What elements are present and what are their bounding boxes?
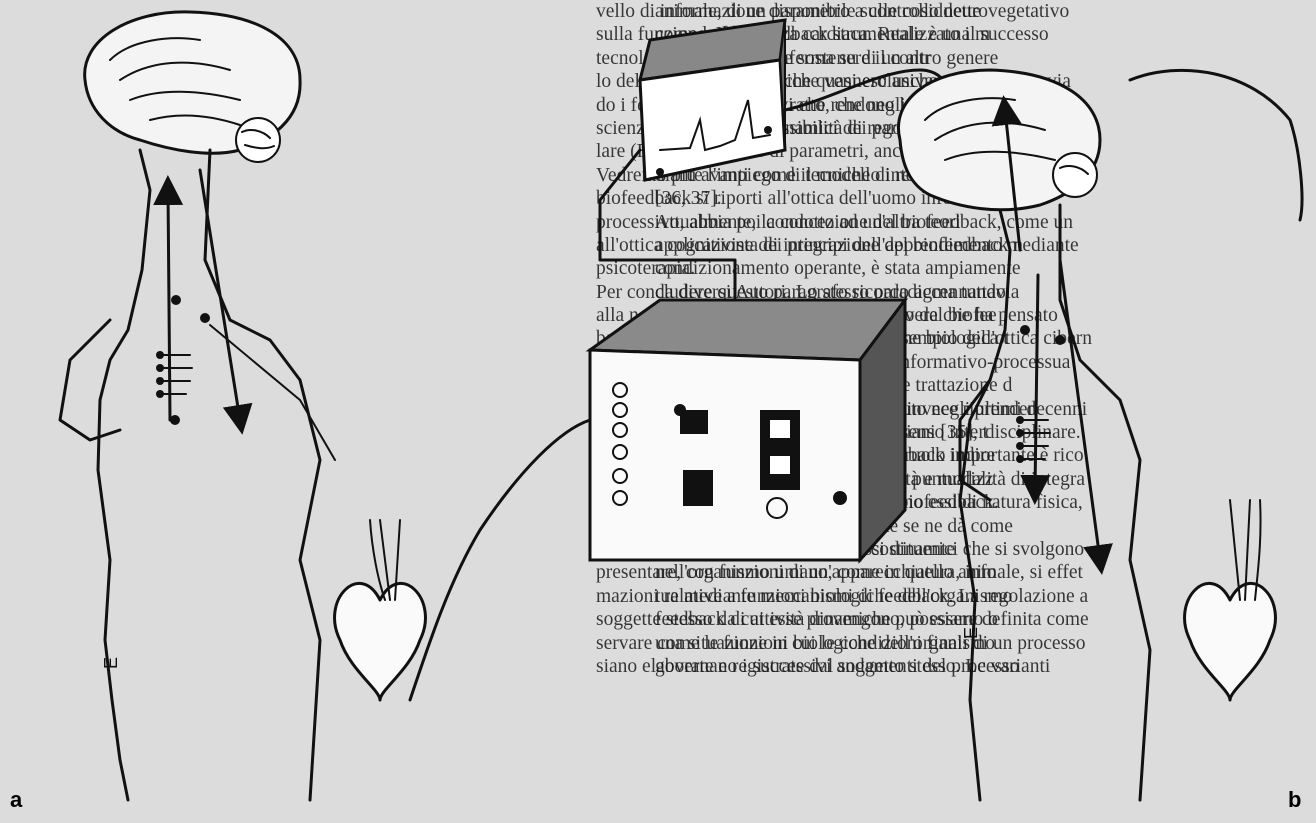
brain-icon-b (898, 70, 1100, 210)
brain-icon-a (85, 12, 300, 162)
figure-b-human: E (898, 70, 1301, 800)
biofeedback-apparatus (590, 300, 905, 560)
figure-a-human: E (60, 12, 425, 800)
svg-text:E: E (961, 627, 981, 639)
panel-label-b: b (1288, 787, 1301, 813)
panel-label-a: a (10, 787, 22, 813)
hand-sensor-b (1016, 416, 1050, 463)
hand-sensor-a (156, 351, 192, 398)
svg-text:E: E (101, 657, 121, 669)
